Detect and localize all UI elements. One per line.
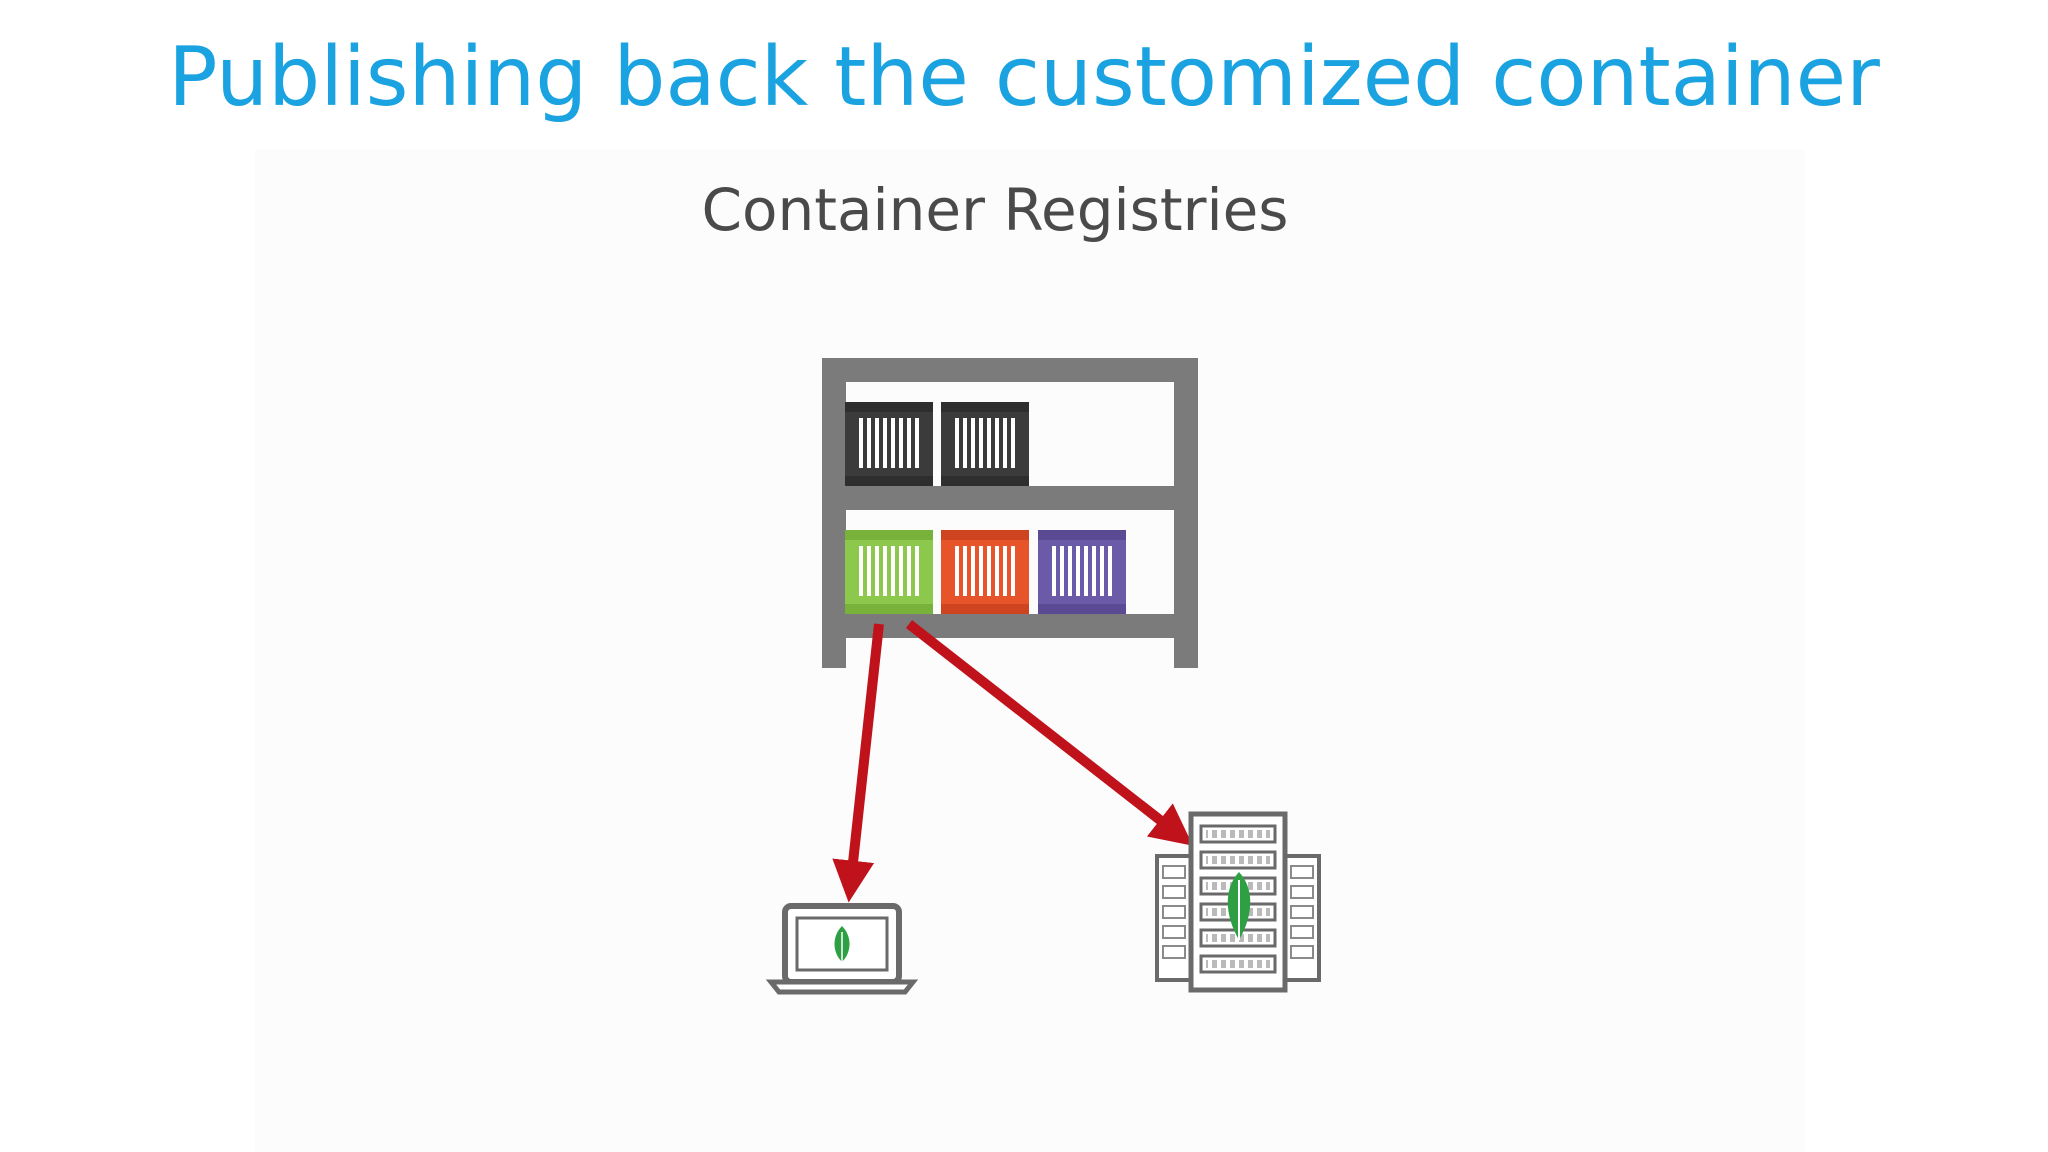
container-purple-icon xyxy=(1038,530,1126,614)
shelf-icon xyxy=(822,358,1198,668)
shelf-top-bar xyxy=(822,358,1196,382)
registry-caption: Container Registries xyxy=(701,176,1289,244)
arrow-to-laptop xyxy=(832,623,884,903)
laptop-icon xyxy=(765,903,919,995)
container-dark-1-icon xyxy=(845,402,933,486)
container-dark-2-icon xyxy=(941,402,1029,486)
slide-title: Publishing back the customized container xyxy=(168,30,1880,125)
arrow-to-server xyxy=(905,620,1193,846)
container-orange-icon xyxy=(941,530,1029,614)
server-rack-icon xyxy=(1155,811,1321,993)
shelf-bottom-board xyxy=(822,614,1196,638)
shelf-middle-board xyxy=(822,486,1196,510)
video-frame xyxy=(255,150,1805,1152)
container-green-icon xyxy=(845,530,933,614)
